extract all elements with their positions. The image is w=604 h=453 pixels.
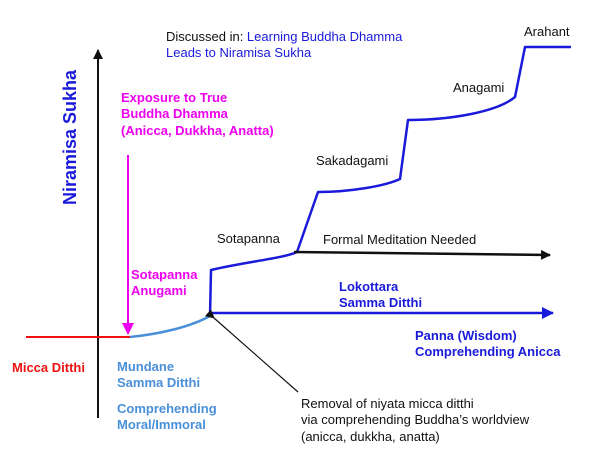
mundane-line2: Samma Ditthi	[117, 375, 201, 391]
discussed-in-prefix: Discussed in:	[166, 29, 247, 44]
removal-label: Removal of niyata micca ditthi via compr…	[301, 396, 529, 445]
discussed-in-note: Discussed in: Learning Buddha Dhamma Lea…	[166, 29, 402, 62]
y-axis-label: Niramisa Sukha	[60, 69, 80, 205]
mundane-line4: Moral/Immoral	[117, 417, 206, 433]
mundane-label: Mundane Samma Ditthi	[117, 359, 200, 392]
stage-sotapanna: Sotapanna	[217, 231, 280, 246]
sotapanna-anugami-line2: Anugami	[131, 283, 187, 299]
exposure-line3: (Anicca, Dukkha, Anatta)	[121, 122, 274, 138]
mundane-curve	[129, 314, 211, 339]
stage-arahant: Arahant	[524, 24, 570, 39]
article-link-line1[interactable]: Learning Buddha Dhamma	[246, 29, 403, 44]
lokottara-line1: Lokottara	[339, 279, 399, 294]
article-link-line2[interactable]: Leads to Niramisa Sukha	[166, 45, 312, 61]
exposure-label: Exposure to True Buddha Dhamma (Anicca, …	[121, 90, 274, 139]
formal-meditation-arrow	[293, 249, 551, 260]
lokottara-label: Lokottara Samma Ditthi	[339, 279, 422, 312]
removal-line3: (anicca, dukkha, anatta)	[301, 428, 440, 444]
panna-line1: Panna (Wisdom)	[415, 328, 517, 343]
mundane-line1: Mundane	[117, 359, 175, 374]
removal-line2: via comprehending Buddha’s worldview	[301, 412, 530, 428]
removal-line1: Removal of niyata micca ditthi	[301, 396, 474, 411]
removal-pointer	[205, 309, 299, 393]
comprehending-moral-label: Comprehending Moral/Immoral	[117, 401, 217, 434]
stage-sakadagami: Sakadagami	[316, 153, 389, 168]
micca-ditthi-label: Micca Ditthi	[12, 360, 85, 375]
sotapanna-anugami-label: Sotapanna Anugami	[131, 267, 197, 300]
exposure-line2: Buddha Dhamma	[121, 106, 228, 122]
mundane-line3: Comprehending	[117, 401, 217, 416]
exposure-line1: Exposure to True	[121, 90, 228, 105]
panna-line2: Comprehending Anicca	[415, 344, 561, 360]
path-to-arahant	[208, 45, 571, 317]
lokottara-line2: Samma Ditthi	[339, 295, 423, 311]
stage-anagami: Anagami	[453, 80, 505, 95]
panna-label: Panna (Wisdom) Comprehending Anicca	[415, 328, 560, 361]
sotapanna-anugami-line1: Sotapanna	[131, 267, 198, 282]
formal-meditation-label: Formal Meditation Needed	[323, 232, 477, 247]
